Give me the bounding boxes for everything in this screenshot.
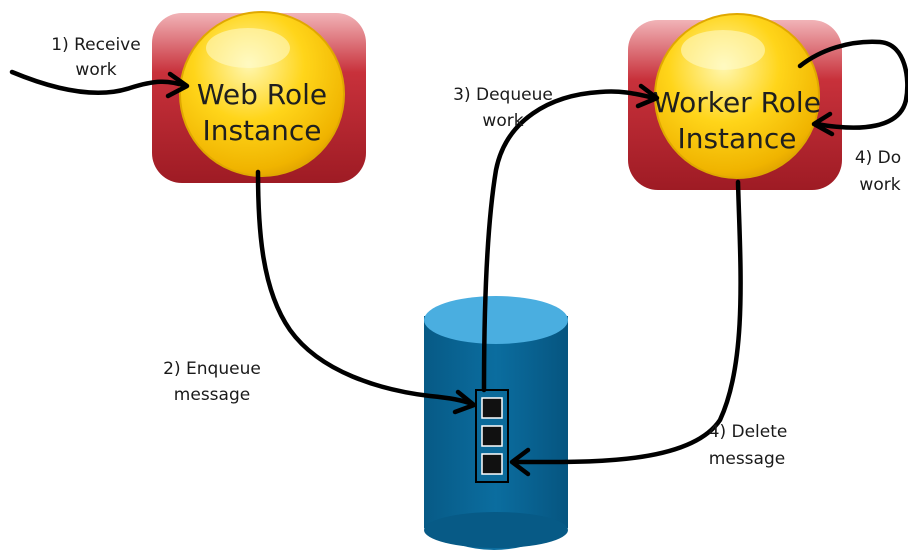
- worker-role-label-line2: Instance: [677, 122, 796, 155]
- message-square-icon: [481, 453, 503, 475]
- cylinder-queue-icon: [424, 296, 568, 550]
- message-square-icon: [481, 397, 503, 419]
- step-label-dequeue: 3) Dequeue work: [453, 85, 553, 131]
- message-square-icon: [481, 425, 503, 447]
- dequeue-label-line2: work: [482, 111, 523, 131]
- enqueue-label-line1: 2) Enqueue: [163, 359, 261, 379]
- flow-receive-work: [9, 69, 190, 99]
- receive-label-line2: work: [75, 60, 116, 80]
- web-role-node: Web Role Instance: [152, 11, 366, 183]
- step-label-do-work: 4) Do work: [855, 148, 901, 195]
- delete-label-line1: 4) Delete: [709, 422, 788, 442]
- worker-role-label-line1: Worker Role: [653, 86, 821, 119]
- enqueue-label-line2: message: [174, 385, 250, 405]
- dequeue-label-line1: 3) Dequeue: [453, 85, 553, 105]
- do-work-arrow-head: [811, 111, 835, 137]
- receive-arrow-head: [165, 71, 190, 99]
- step-label-enqueue: 2) Enqueue message: [163, 359, 261, 405]
- step-label-receive: 1) Receive work: [51, 35, 140, 80]
- web-role-label-line2: Instance: [202, 114, 321, 147]
- flow-delete: [509, 179, 743, 477]
- worker-role-node: Worker Role Instance: [628, 13, 842, 190]
- delete-label-line2: message: [709, 449, 785, 469]
- web-role-orb-highlight: [206, 28, 290, 68]
- do-work-label-line2: work: [859, 175, 900, 195]
- receive-work-line: [9, 69, 189, 95]
- queue-top: [424, 296, 568, 344]
- enqueue-line: [255, 169, 475, 407]
- dequeue-line: [481, 89, 658, 393]
- flow-dequeue: [481, 83, 660, 393]
- do-work-loop-line: [797, 39, 908, 130]
- dequeue-arrow-head: [635, 83, 660, 109]
- web-role-label-line1: Web Role: [197, 78, 327, 111]
- flow-enqueue: [255, 169, 477, 415]
- step-label-delete: 4) Delete message: [709, 422, 788, 469]
- delete-line: [510, 179, 743, 465]
- do-work-label-line1: 4) Do: [855, 148, 901, 168]
- queue-bottom-edge: [424, 512, 568, 548]
- receive-label-line1: 1) Receive: [51, 35, 140, 55]
- flow-do-work: [797, 39, 908, 137]
- worker-role-orb-highlight: [681, 30, 765, 70]
- enqueue-arrow-head: [452, 389, 477, 415]
- delete-arrow-head: [509, 447, 531, 477]
